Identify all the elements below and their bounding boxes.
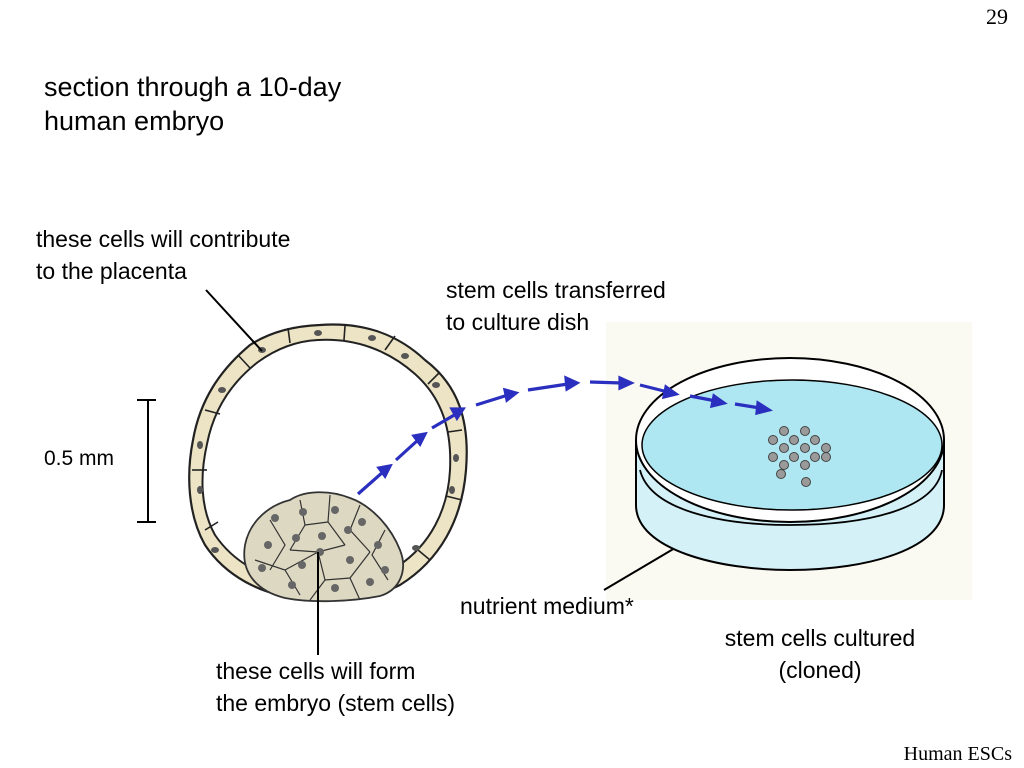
cultured-label: stem cells cultured (cloned) [700,622,940,686]
embryo [188,323,468,603]
slide-title-line-2: human embryo [44,106,225,136]
nutrient-medium [641,379,943,511]
scale-bar [137,399,156,523]
slide-title-line-1: section through a 10-day [44,72,342,102]
embryo-label-line-1: these cells will form [216,658,416,684]
placenta-label: these cells will contribute to the place… [36,223,290,287]
slide-footer: Human ESCs [903,743,1012,765]
placenta-label-line-1: these cells will contribute [36,226,291,252]
scale-label: 0.5 mm [44,447,115,470]
culture-dish [635,357,945,572]
medium-label: nutrient medium* [460,593,634,619]
ring-cell-walls [192,325,463,561]
slide-number: 29 [986,4,1008,29]
ring-cell-nuclei [197,330,459,553]
dish-lip-line [639,469,943,526]
transfer-arrow [356,375,774,496]
placenta-leader-line [205,289,263,352]
cultured-label-line-1: stem cells cultured [724,625,916,651]
placenta-label-line-2: to the placenta [36,258,187,284]
inner-cell-nuclei [258,506,389,592]
slide-title: section through a 10-day human embryo [44,70,341,138]
stem-cell-colony [768,426,831,487]
transfer-label-line-1: stem cells transferred [446,277,666,303]
transfer-label: stem cells transferred to culture dish [446,274,666,338]
embryo-label: these cells will form the embryo (stem c… [216,655,455,719]
transfer-label-line-2: to culture dish [446,309,590,335]
cultured-label-line-2: (cloned) [778,657,862,683]
embryo-label-line-2: the embryo (stem cells) [216,690,456,716]
